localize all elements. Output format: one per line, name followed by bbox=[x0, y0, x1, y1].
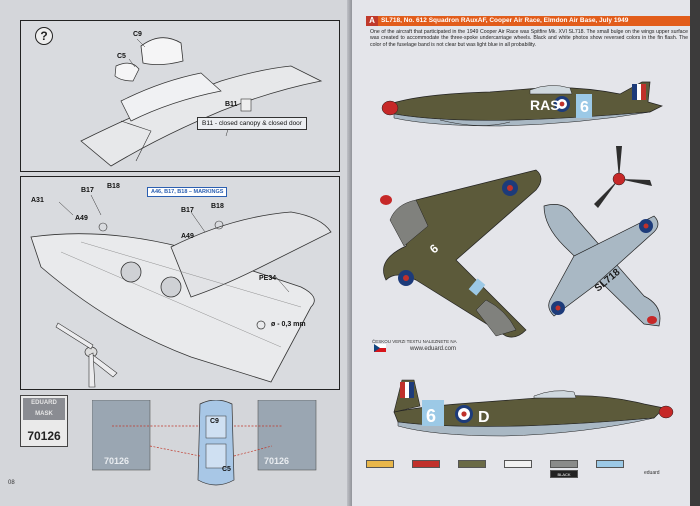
callout-a49-b: A49 bbox=[181, 233, 194, 240]
canopy-assembly-drawing bbox=[80, 37, 323, 167]
side-profile-top: RAS 6 bbox=[381, 81, 663, 127]
right-markings-page: A SL718, No. 612 Squadron RAuxAF, Cooper… bbox=[352, 0, 700, 506]
canopy-assembly-panel: ? C9 C5 B11 B11 - closed canopy & closed… bbox=[20, 20, 340, 172]
profile-title: SL718, No. 612 Squadron RAuxAF, Cooper A… bbox=[381, 17, 629, 24]
swatch-red bbox=[412, 460, 440, 468]
swatch-sky-blue bbox=[596, 460, 624, 468]
code-letter-bottom: D bbox=[478, 409, 490, 426]
swatch-black: BLACK bbox=[550, 470, 578, 478]
callout-b17-a: B17 bbox=[81, 187, 94, 194]
callout-b17-b: B17 bbox=[181, 207, 194, 214]
czech-flag-icon bbox=[374, 344, 386, 352]
mask-label-c9: C9 bbox=[210, 418, 219, 425]
profile-letter: A bbox=[366, 16, 378, 26]
top-view-plan: 6 bbox=[380, 169, 542, 338]
callout-pe34: PE34 bbox=[259, 275, 277, 282]
color-swatch-legend: BLACK bbox=[366, 460, 686, 480]
underside-plan: SL718 bbox=[543, 204, 661, 327]
eduard-mask-tag: EDUARD MASK 70126 bbox=[20, 395, 68, 447]
propeller-front-view bbox=[594, 146, 652, 208]
mask-sheet-diagram bbox=[92, 400, 317, 486]
side-profile-bottom: 6 D bbox=[393, 379, 674, 437]
page-number: 08 bbox=[8, 480, 15, 486]
callout-a31: A31 bbox=[31, 197, 44, 204]
callout-c5: C5 bbox=[117, 53, 126, 60]
code-number-bottom: 6 bbox=[426, 406, 436, 426]
callout-c9: C9 bbox=[133, 31, 142, 38]
profile-description: One of the aircraft that participated in… bbox=[370, 29, 688, 48]
swatch-white bbox=[504, 460, 532, 468]
hole-dimension: ø - 0,3 mm bbox=[271, 321, 306, 328]
brand-footer: eduard bbox=[644, 470, 660, 476]
swatch-yellow bbox=[366, 460, 394, 468]
code-number-top: 6 bbox=[580, 99, 589, 116]
callout-b18-a: B18 bbox=[107, 183, 120, 190]
background-edge bbox=[690, 0, 700, 506]
help-icon: ? bbox=[35, 27, 53, 45]
czech-note: ČESKOU VERZI TEXTU NALEZNETE NA bbox=[372, 339, 457, 344]
eduard-url[interactable]: www.eduard.com bbox=[410, 346, 457, 352]
closed-canopy-note: B11 - closed canopy & closed door bbox=[197, 117, 307, 130]
code-ras: RAS bbox=[530, 97, 560, 113]
callout-b11: B11 bbox=[225, 101, 238, 108]
mask-brand: EDUARD MASK bbox=[23, 398, 65, 420]
markings-note: A46, B17, B18 – MARKINGS bbox=[147, 187, 228, 197]
wing-assembly-panel: A46, B17, B18 – MARKINGS bbox=[20, 176, 340, 390]
left-instruction-page: ? C9 C5 B11 B11 - closed canopy & closed… bbox=[0, 0, 352, 506]
mask-code: 70126 bbox=[27, 429, 61, 443]
mask-code-right: 70126 bbox=[264, 456, 290, 466]
wing-assembly-drawing bbox=[30, 194, 332, 388]
swatch-grey bbox=[550, 460, 578, 468]
mask-code-left: 70126 bbox=[104, 456, 130, 466]
header-bar bbox=[366, 16, 692, 26]
callout-b18-b: B18 bbox=[211, 203, 224, 210]
swatch-green bbox=[458, 460, 486, 468]
mask-label-c5: C5 bbox=[222, 466, 231, 473]
callout-a49-a: A49 bbox=[75, 215, 88, 222]
